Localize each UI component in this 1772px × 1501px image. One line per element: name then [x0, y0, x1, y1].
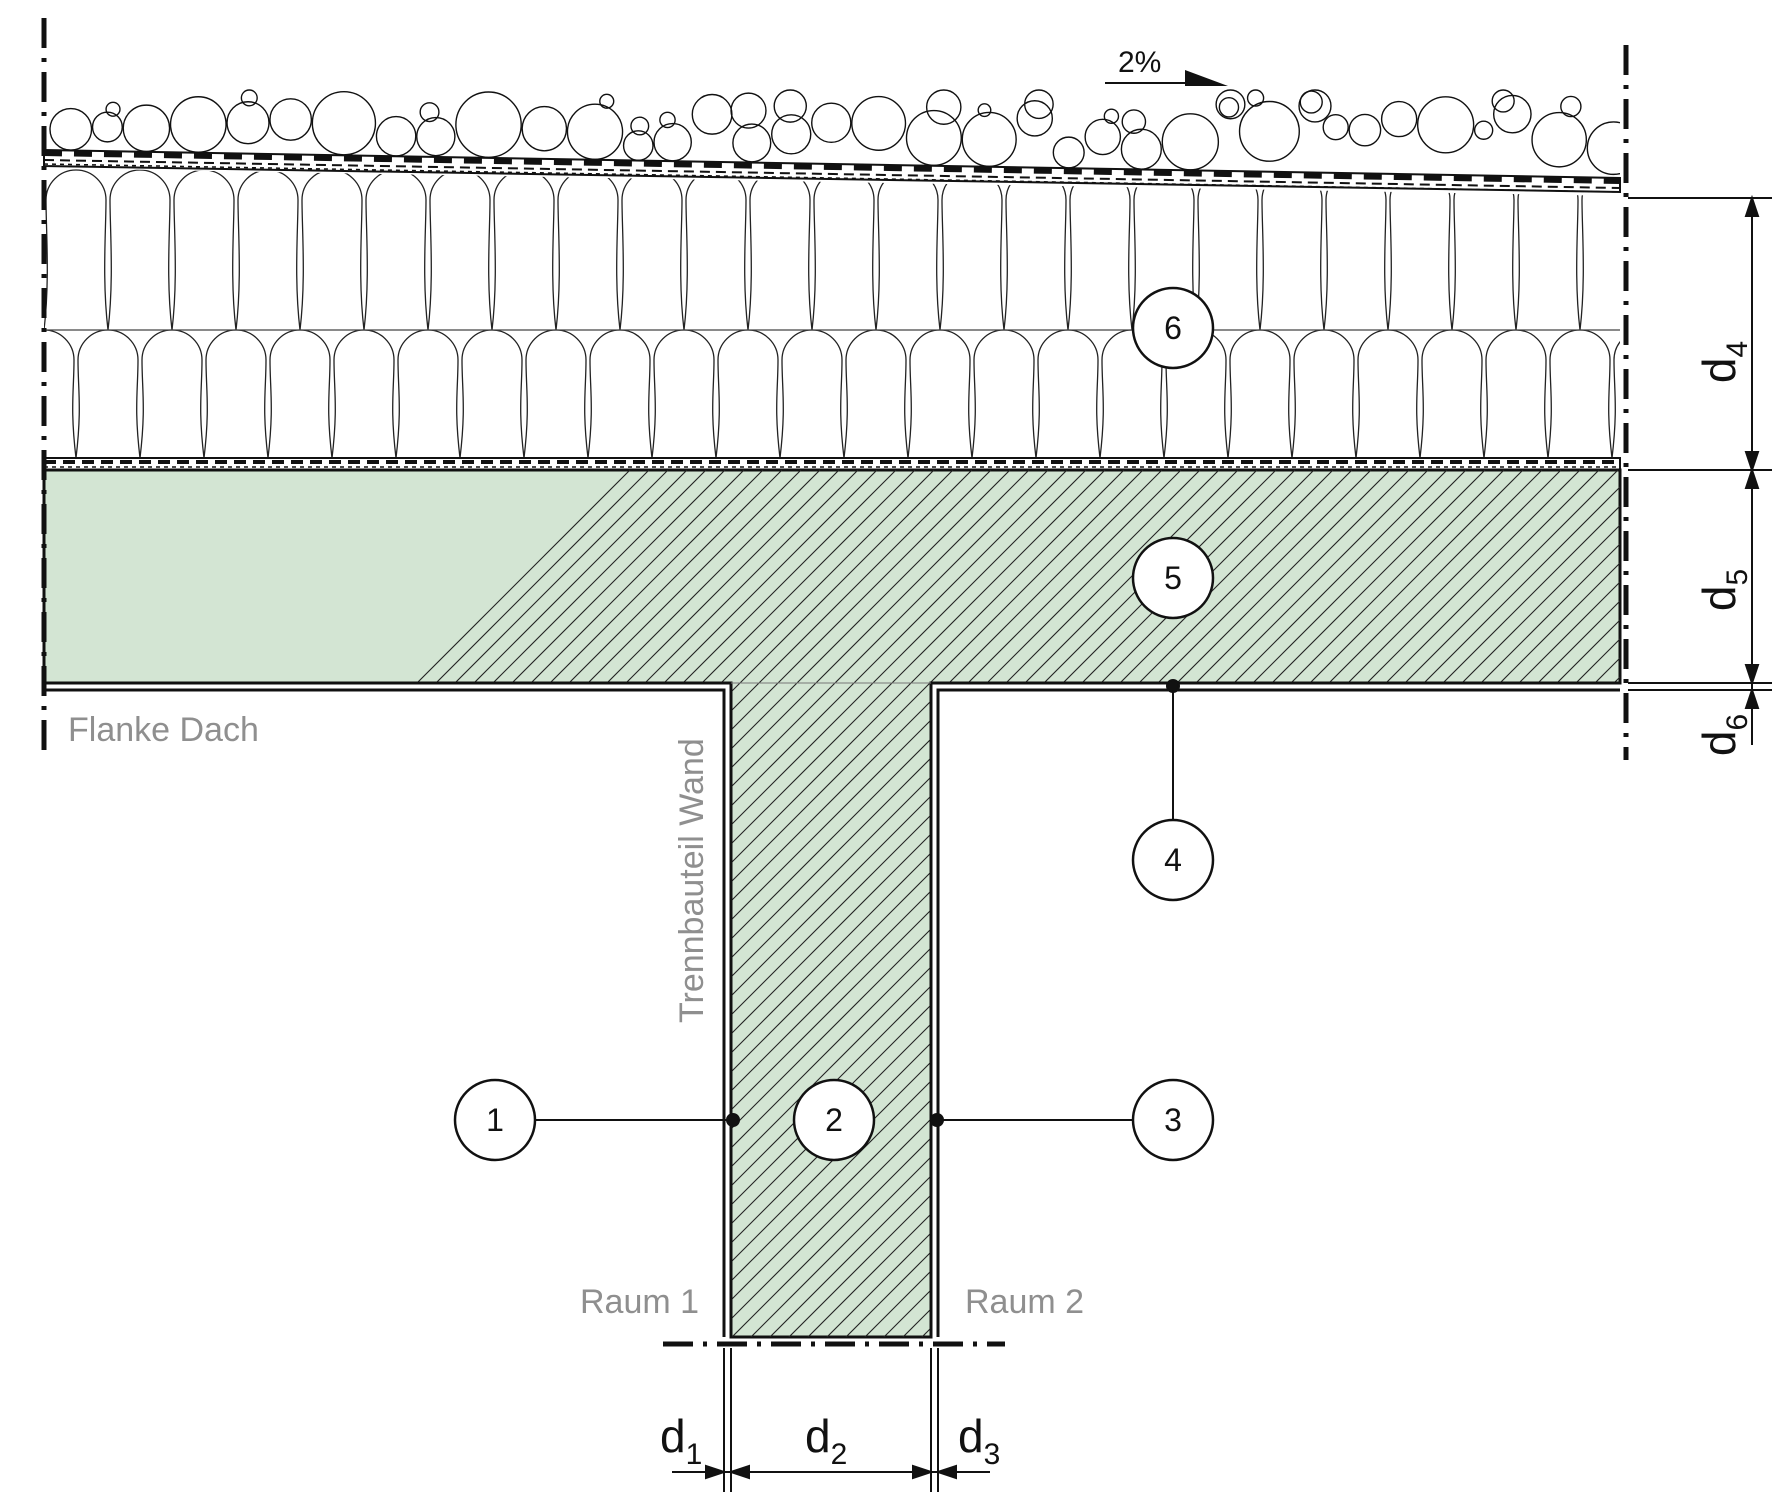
callout-1-number: 1 — [486, 1102, 504, 1138]
callout-3-number: 3 — [1164, 1102, 1182, 1138]
dimension-d5: d5 — [1693, 569, 1754, 611]
callout-6-number: 6 — [1164, 310, 1182, 346]
roof-membrane — [43, 148, 1621, 194]
slope-label: 2% — [1118, 46, 1161, 79]
callout-4-number: 4 — [1164, 842, 1182, 878]
dimension-d4: d4 — [1693, 341, 1754, 383]
callout-6: 6 — [1131, 286, 1215, 370]
slope-indicator: 2% — [1105, 46, 1228, 86]
room-1-label: Raum 1 — [580, 1283, 699, 1321]
concrete-structure — [42, 468, 1622, 1339]
svg-text:d4: d4 — [1693, 341, 1754, 383]
vertical-dimension-chain — [1628, 194, 1772, 745]
callout-4: 4 — [1131, 818, 1215, 902]
callout-2: 2 — [792, 1078, 876, 1162]
break-lines — [41, 18, 1629, 1347]
dimension-d2: d2 — [805, 1410, 847, 1471]
horizontal-dimension-chain — [672, 1348, 990, 1492]
dimension-d6: d6 — [1693, 714, 1754, 756]
callout-3: 3 — [1131, 1078, 1215, 1162]
dimension-d3: d3 — [958, 1410, 1000, 1471]
callout-5: 5 — [1131, 536, 1215, 620]
callout-5-number: 5 — [1164, 560, 1182, 596]
separating-wall-label: Trennbauteil Wand — [673, 738, 711, 1023]
insulation-layer — [44, 169, 1620, 459]
dimension-d1: d1 — [660, 1410, 702, 1471]
vapour-barrier — [43, 457, 1621, 471]
flank-roof-label: Flanke Dach — [68, 711, 259, 749]
svg-text:d6: d6 — [1693, 714, 1754, 756]
leader-lines — [535, 679, 1180, 1127]
room-2-label: Raum 2 — [965, 1283, 1084, 1321]
svg-text:d5: d5 — [1693, 569, 1754, 611]
callout-1: 1 — [453, 1078, 537, 1162]
callout-2-number: 2 — [825, 1102, 843, 1138]
